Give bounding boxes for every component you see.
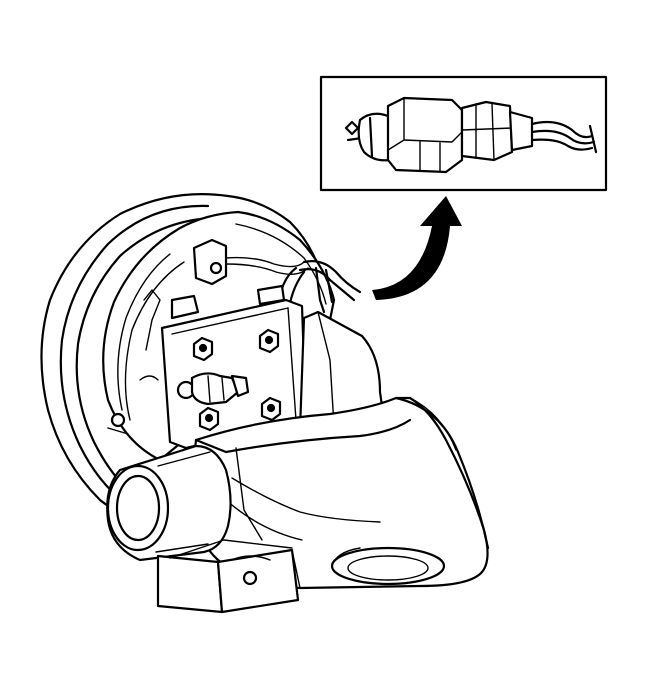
- lower-mount-bracket: [156, 539, 300, 614]
- sensor-connector-icon: [344, 96, 598, 174]
- hex-bolt-icon: [260, 396, 282, 422]
- wheel-speed-sensor-icon: [176, 372, 250, 406]
- connector-detail-inset: [319, 75, 608, 192]
- hex-bolt-icon: [192, 336, 214, 362]
- axle-tube: [106, 444, 232, 562]
- spring-seat-ring: [330, 546, 446, 586]
- axle-housing-icon: [106, 310, 490, 614]
- hex-bolt-icon: [198, 406, 220, 432]
- axle-flange-plate: [160, 284, 308, 450]
- hex-bolt-icon: [258, 328, 280, 354]
- callout-arrow-icon: [372, 196, 462, 300]
